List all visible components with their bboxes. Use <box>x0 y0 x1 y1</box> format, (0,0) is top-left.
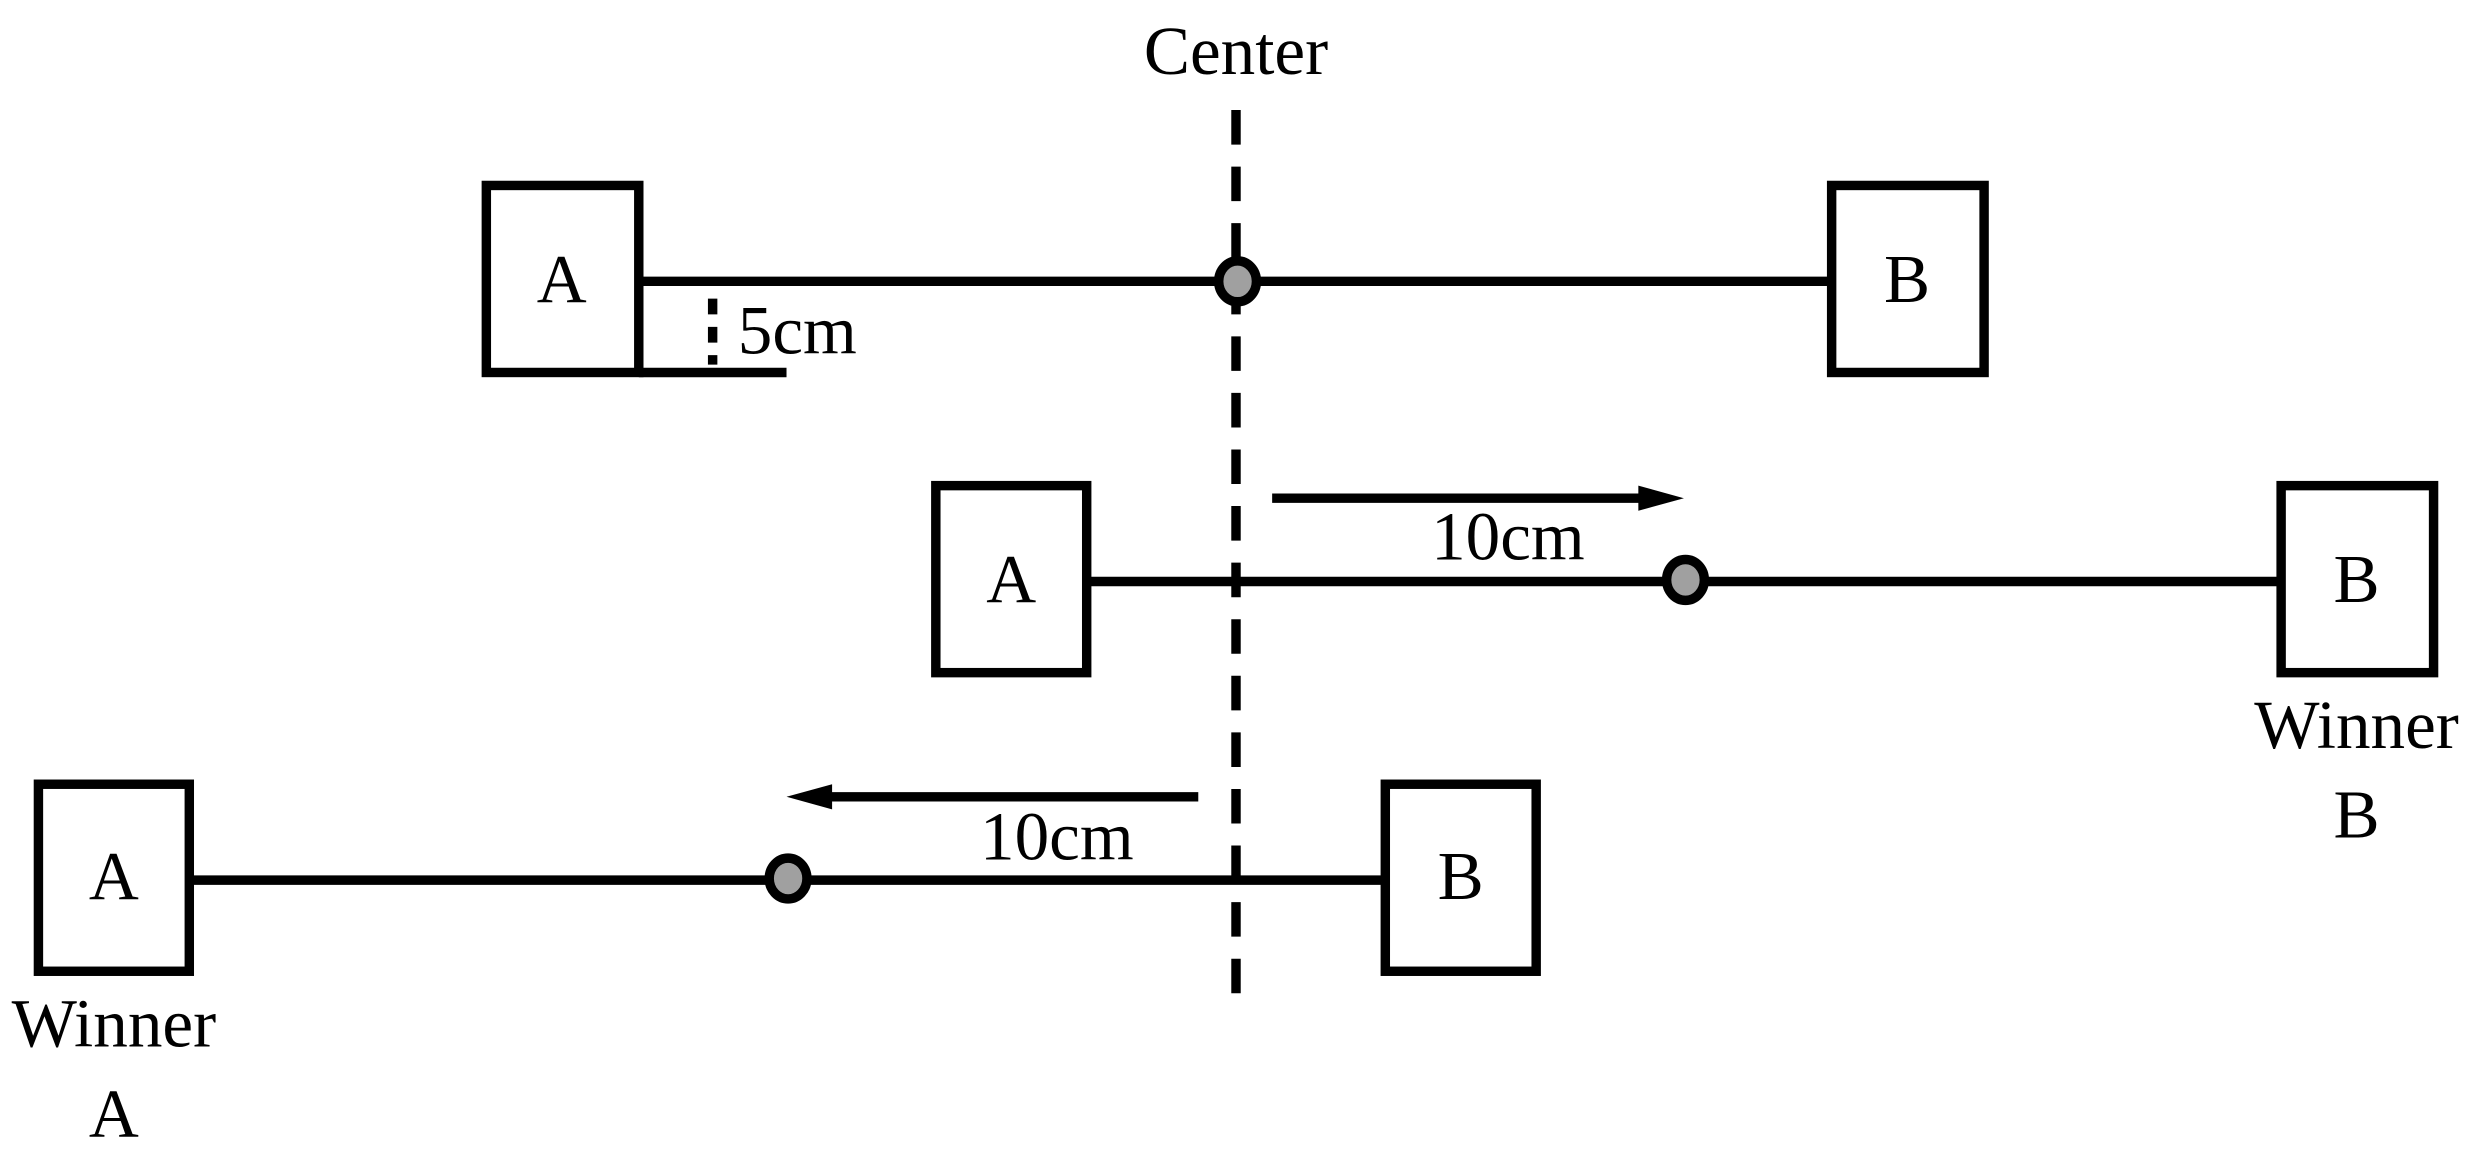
box-b-label: B <box>1438 837 1484 914</box>
winner-label-line2: B <box>2334 776 2380 853</box>
winner-label-line2: A <box>89 1074 139 1151</box>
rope-marker-knot <box>1213 256 1262 307</box>
box-a-label: A <box>537 240 587 317</box>
measurement-label: 10cm <box>980 798 1134 875</box>
center-label: Center <box>1144 12 1328 89</box>
row-a-wins: A B 10cm Winner A <box>12 779 1541 1151</box>
box-b <box>1380 779 1541 976</box>
box-b <box>1826 180 1989 378</box>
winner-label-line1: Winner <box>12 985 217 1062</box>
row-start: A B 5cm <box>481 180 1989 378</box>
box-a <box>931 480 1092 678</box>
box-b-label: B <box>1884 240 1930 317</box>
measurement-label: 5cm <box>738 292 857 369</box>
rope-marker-knot <box>1661 554 1710 606</box>
box-a <box>481 180 644 378</box>
box-a <box>33 779 195 976</box>
box-a-label: A <box>986 540 1036 617</box>
arrow-left-icon <box>786 784 833 810</box>
rope-marker-knot <box>764 853 812 904</box>
box-b <box>2276 480 2439 678</box>
row-b-wins: A B 10cm Winner B <box>931 480 2459 853</box>
measurement-label: 10cm <box>1431 497 1585 574</box>
box-a-label: A <box>89 837 139 914</box>
winner-label-line1: Winner <box>2254 686 2459 763</box>
box-b-label: B <box>2334 540 2380 617</box>
arrow-right-icon <box>1638 485 1684 511</box>
